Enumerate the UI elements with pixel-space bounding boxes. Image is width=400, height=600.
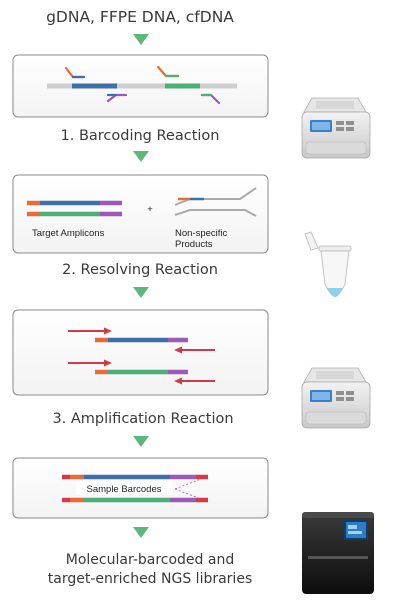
target-amplicons-label: Target Amplicons xyxy=(32,228,105,239)
flow-arrow-3 xyxy=(133,287,149,298)
thermal-cycler-icon xyxy=(301,97,371,159)
output-line1: Molecular-barcoded and xyxy=(66,552,234,568)
step1-primers xyxy=(64,65,221,105)
flow-arrow-2 xyxy=(133,151,149,162)
pcr-tube-icon xyxy=(304,231,352,297)
sample-barcodes-graphic xyxy=(62,474,208,503)
step3-panel xyxy=(12,309,269,396)
output-line2: target-enriched NGS libraries xyxy=(48,571,252,587)
ngs-sequencer-icon xyxy=(302,512,374,594)
flow-arrow-1 xyxy=(133,34,149,45)
non-specific-label-line2: Products xyxy=(175,239,213,250)
amplification-graphic xyxy=(68,327,215,385)
flow-arrow-4 xyxy=(133,436,149,447)
thermal-cycler-icon-2 xyxy=(301,367,371,429)
plus-sign: + xyxy=(147,204,153,215)
step2-label: 2. Resolving Reaction xyxy=(62,262,218,278)
step1-label: 1. Barcoding Reaction xyxy=(61,128,220,144)
step3-label: 3. Amplification Reaction xyxy=(52,411,233,427)
sample-barcodes-label: Sample Barcodes xyxy=(87,484,162,495)
flow-arrow-5 xyxy=(133,527,149,538)
sample-barcodes-label-bg xyxy=(76,481,172,495)
target-amplicons-graphic xyxy=(27,200,122,217)
non-specific-label-line1: Non-specific xyxy=(175,228,228,239)
non-specific-products-graphic xyxy=(174,187,257,217)
input-label: gDNA, FFPE DNA, cfDNA xyxy=(46,8,234,26)
step2-panel xyxy=(12,174,269,254)
barcode-callout-lines xyxy=(174,478,202,500)
